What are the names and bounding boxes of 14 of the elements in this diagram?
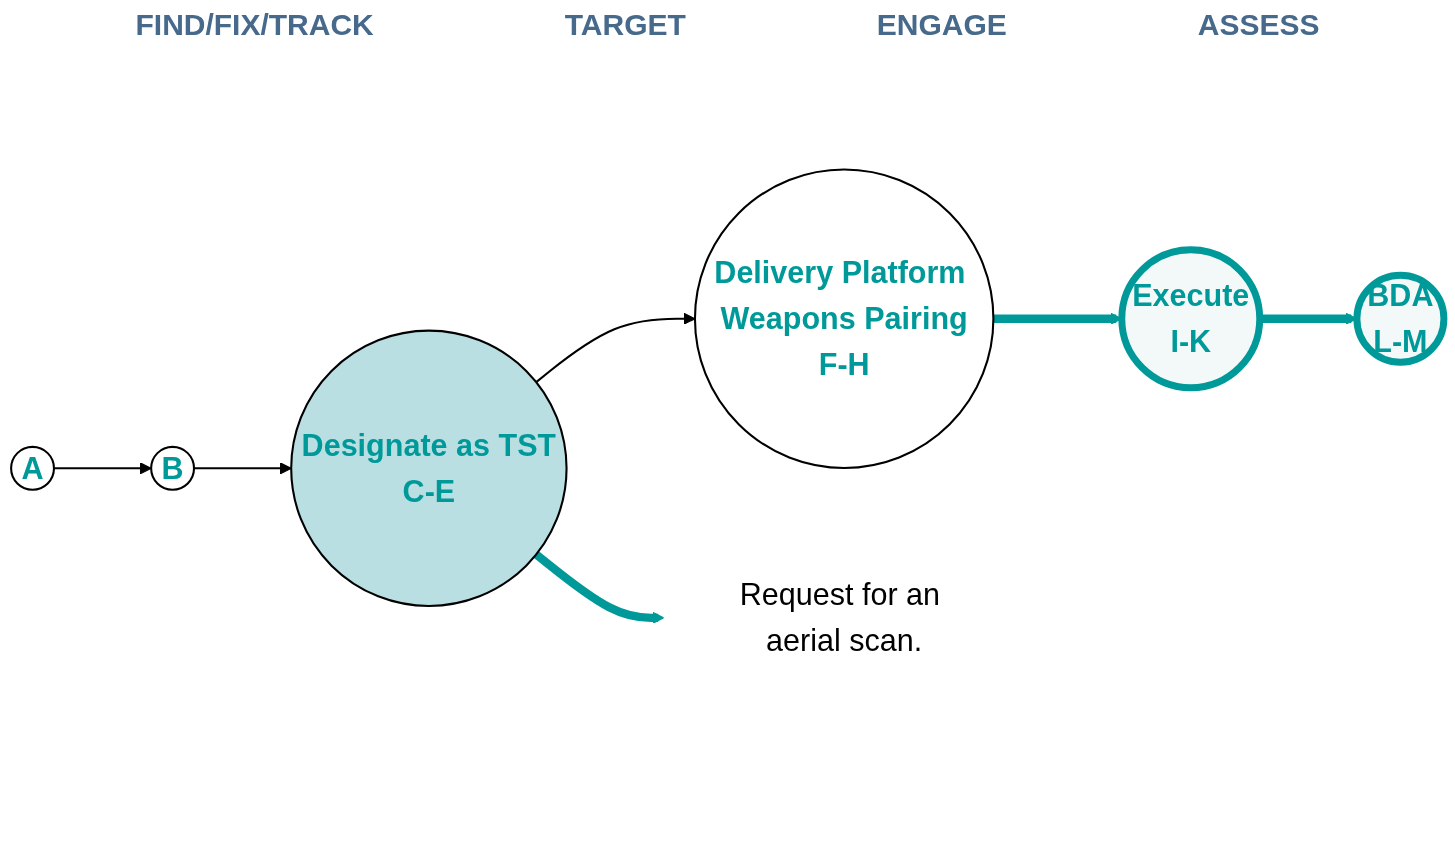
phase-label: TARGET [564, 8, 686, 42]
node-text: Request for an aerial scan. [739, 577, 941, 659]
arrow [194, 462, 292, 475]
phase-label: FIND/FIX/TRACK [135, 8, 374, 42]
arrow [535, 312, 696, 383]
phase-label: ASSESS [1197, 8, 1320, 42]
arrow [533, 551, 665, 624]
node-circle: Execute I-K [1118, 246, 1264, 392]
phase-label: ENGAGE [876, 8, 1007, 42]
node-circle: Designate as TST C-E [290, 329, 568, 607]
node-circle: B [150, 445, 196, 491]
node-circle: A [10, 445, 55, 491]
arrow [54, 462, 152, 475]
node-circle: Delivery Platform Weapons Pairing F-H [693, 168, 995, 469]
